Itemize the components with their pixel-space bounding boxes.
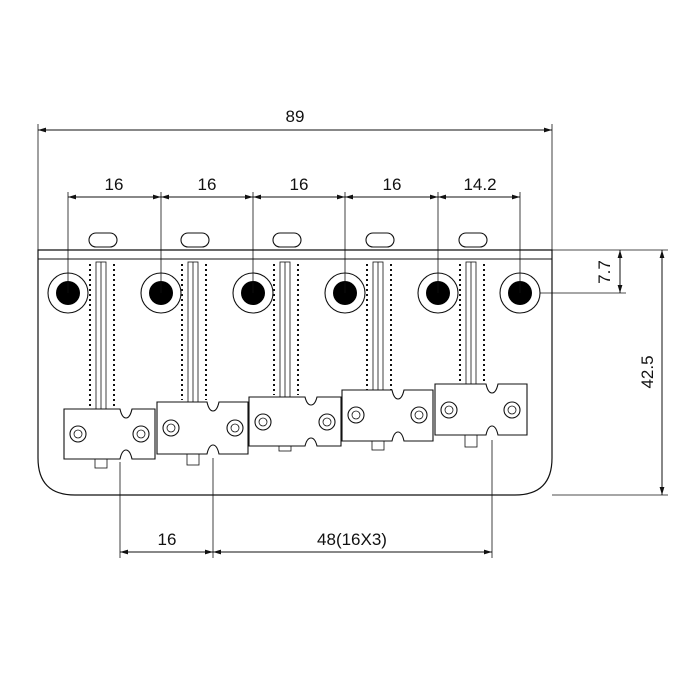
dimension-string-spacing: 16 16 16 16 14.2 [67,175,521,293]
saddle-1 [63,408,156,469]
saddle-5 [434,383,528,448]
dim-label-spacing-3: 16 [290,175,309,194]
dimension-bottom: 16 48(16X3) [119,440,493,558]
dimension-overall-width: 89 [37,107,553,250]
dimension-height: 42.5 [552,249,668,496]
dim-label-spacing-4: 16 [383,175,402,194]
dim-label-hole-offset: 7.7 [595,260,614,284]
dim-label-spacing-1: 16 [105,175,124,194]
saddle-2 [156,401,249,466]
saddle-4 [341,389,434,451]
dim-label-height: 42.5 [638,355,657,388]
top-slots [88,232,488,248]
saddles [63,383,528,469]
dim-label-spacing-2: 16 [198,175,217,194]
dim-label-bottom-spacing: 16 [158,530,177,549]
saddle-3 [248,396,342,452]
dim-label-overall-width: 89 [286,107,305,126]
dimension-hole-offset: 7.7 [540,250,626,294]
dim-label-spacing-5: 14.2 [463,175,496,194]
dim-label-bottom-span: 48(16X3) [317,530,387,549]
